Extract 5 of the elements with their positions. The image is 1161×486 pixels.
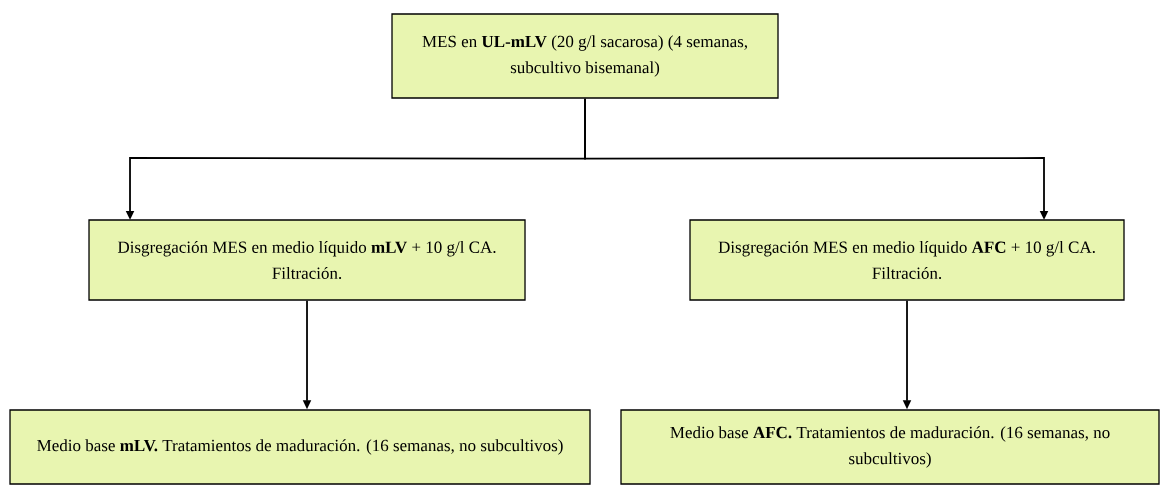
process-box: Medio base AFC. Tratamientos de maduración. (16 semanas, no subcultivos) (620, 409, 1160, 485)
process-box: Disgregación MES en medio líquido AFC + 10 g/l CA. Filtración. (689, 219, 1125, 301)
process-box: Disgregación MES en medio líquido mLV + 10 g/l CA. Filtración. (88, 219, 526, 301)
process-box: MES en UL-mLV (20 g/l sacarosa) (4 semanas, subcultivo bisemanal) (391, 13, 779, 99)
process-box: Medio base mLV. Tratamientos de maduración. (16 semanas, no subcultivos) (9, 409, 591, 485)
